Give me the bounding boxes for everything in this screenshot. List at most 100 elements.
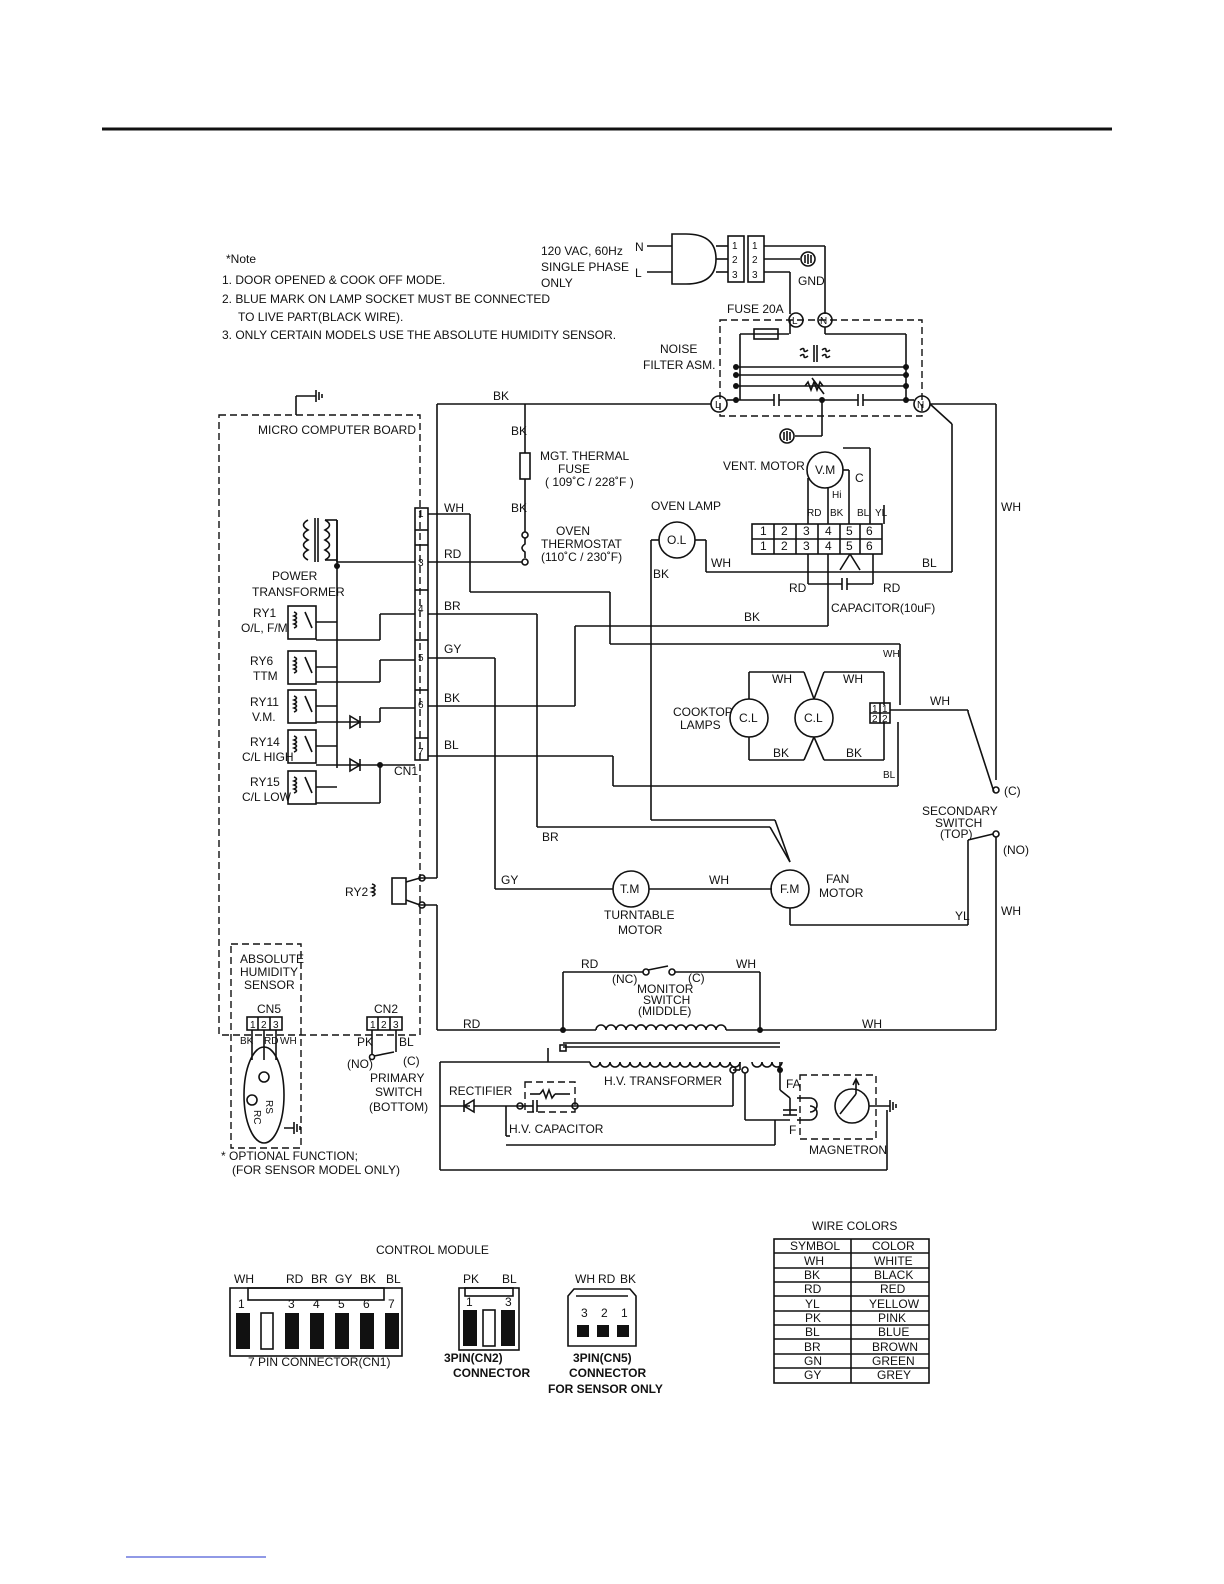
- relay-ry14: RY14 C/L HIGH: [242, 729, 380, 773]
- svg-text:6: 6: [866, 524, 873, 538]
- svg-text:BK: BK: [804, 1268, 820, 1282]
- svg-text:TRANSFORMER: TRANSFORMER: [252, 585, 345, 599]
- svg-text:FILTER ASM.: FILTER ASM.: [643, 358, 715, 372]
- svg-text:(NC): (NC): [612, 972, 637, 986]
- svg-text:WH: WH: [736, 957, 756, 971]
- svg-text:BK: BK: [511, 501, 527, 515]
- svg-text:RD: RD: [883, 581, 901, 595]
- svg-text:WH: WH: [862, 1017, 882, 1031]
- svg-text:GY: GY: [335, 1272, 352, 1286]
- svg-text:(NO): (NO): [347, 1057, 373, 1071]
- svg-text:BL: BL: [444, 738, 459, 752]
- note-3: 3. ONLY CERTAIN MODELS USE THE ABSOLUTE …: [222, 328, 616, 342]
- svg-text:RD: RD: [789, 581, 807, 595]
- chassis-ground-icon: [315, 390, 323, 402]
- wire-colors-title: WIRE COLORS: [812, 1219, 897, 1233]
- svg-text:WH: WH: [804, 1254, 824, 1268]
- svg-text:3: 3: [732, 270, 738, 281]
- svg-text:7: 7: [418, 747, 424, 758]
- svg-text:H.V. TRANSFORMER: H.V. TRANSFORMER: [604, 1074, 722, 1088]
- relay-ry1: RY1 O/L, F/M: [241, 605, 380, 641]
- svg-text:BL: BL: [386, 1272, 401, 1286]
- svg-text:(BOTTOM): (BOTTOM): [369, 1100, 428, 1114]
- svg-text:H.V. CAPACITOR: H.V. CAPACITOR: [509, 1122, 604, 1136]
- power-transformer: POWER TRANSFORMER: [252, 518, 345, 599]
- relay-ry2: RY2: [345, 874, 426, 909]
- svg-text:BK: BK: [511, 424, 527, 438]
- svg-text:WH: WH: [1001, 500, 1021, 514]
- voltage-label: 120 VAC, 60Hz: [541, 244, 623, 258]
- relay-ry11: RY11 V.M.: [250, 689, 380, 730]
- svg-text:BL: BL: [857, 508, 870, 519]
- svg-text:SENSOR: SENSOR: [244, 978, 295, 992]
- svg-text:CAPACITOR(10uF): CAPACITOR(10uF): [831, 601, 935, 615]
- svg-text:WH: WH: [1001, 904, 1021, 918]
- svg-text:MOTOR: MOTOR: [819, 886, 864, 900]
- svg-text:PK: PK: [357, 1035, 373, 1049]
- svg-text:CONNECTOR: CONNECTOR: [453, 1366, 530, 1380]
- svg-text:CN5: CN5: [257, 1002, 281, 1016]
- svg-text:(C): (C): [688, 971, 705, 985]
- svg-text:2: 2: [601, 1306, 608, 1320]
- svg-text:PINK: PINK: [878, 1311, 906, 1325]
- svg-text:SYMBOL: SYMBOL: [790, 1239, 840, 1253]
- svg-text:(110˚C / 230˚F): (110˚C / 230˚F): [541, 550, 622, 564]
- svg-text:YL: YL: [805, 1297, 820, 1311]
- svg-text:BR: BR: [804, 1340, 821, 1354]
- svg-text:1: 1: [250, 1020, 256, 1031]
- svg-text:N: N: [820, 316, 827, 327]
- note-2b: TO LIVE PART(BLACK WIRE).: [238, 310, 403, 324]
- svg-text:YL: YL: [955, 909, 970, 923]
- svg-text:7: 7: [388, 1297, 395, 1311]
- svg-text:3: 3: [803, 539, 810, 553]
- svg-text:(TOP): (TOP): [940, 827, 972, 841]
- svg-text:BK: BK: [493, 389, 509, 403]
- svg-text:3PIN(CN2): 3PIN(CN2): [444, 1351, 503, 1365]
- svg-text:3: 3: [418, 558, 424, 569]
- vent-motor: V.M VENT. MOTOR C Hi RD BK BL YL 11 22 3…: [723, 447, 935, 615]
- svg-text:1: 1: [418, 509, 424, 520]
- svg-text:2: 2: [381, 1020, 387, 1031]
- svg-text:1: 1: [466, 1295, 473, 1309]
- svg-text:BROWN: BROWN: [872, 1340, 918, 1354]
- svg-text:RY15: RY15: [250, 775, 280, 789]
- thermostat-icon: [521, 538, 526, 558]
- svg-text:LAMPS: LAMPS: [680, 718, 721, 732]
- magnetron: FA F MAGNETRON: [506, 1062, 897, 1157]
- svg-text:RECTIFIER: RECTIFIER: [449, 1084, 513, 1098]
- cn2-connector: PK BL 1 3 3PIN(CN2) CONNECTOR: [444, 1272, 530, 1380]
- svg-text:1: 1: [872, 704, 878, 715]
- cn1-label: CN1: [394, 764, 418, 778]
- svg-text:ABSOLUTE: ABSOLUTE: [240, 952, 304, 966]
- n-label: N: [635, 240, 644, 254]
- svg-text:N: N: [917, 400, 924, 411]
- svg-text:F: F: [789, 1123, 796, 1137]
- svg-text:3: 3: [803, 524, 810, 538]
- cn1-connector: WH RD BR GY BK BL 1 3 4 5 6 7 7 PIN CONN…: [229, 1272, 403, 1369]
- power-input: 120 VAC, 60Hz SINGLE PHASE ONLY N L 1 2 …: [541, 233, 826, 316]
- svg-text:3: 3: [273, 1020, 279, 1031]
- svg-text:MOTOR: MOTOR: [618, 923, 663, 937]
- svg-text:Hi: Hi: [832, 490, 841, 501]
- svg-text:C/L HIGH: C/L HIGH: [242, 750, 294, 764]
- cn1-strip: [414, 507, 429, 761]
- svg-text:6: 6: [418, 700, 424, 711]
- svg-text:BK: BK: [360, 1272, 376, 1286]
- ground-icon: [800, 251, 816, 267]
- svg-text:BR: BR: [542, 830, 559, 844]
- svg-text:YELLOW: YELLOW: [869, 1297, 920, 1311]
- svg-text:BR: BR: [444, 599, 461, 613]
- thermal-fuse-icon: [519, 452, 531, 480]
- svg-text:CN2: CN2: [374, 1002, 398, 1016]
- svg-text:5: 5: [338, 1297, 345, 1311]
- svg-text:FAN: FAN: [826, 872, 849, 886]
- svg-text:BK: BK: [773, 746, 789, 760]
- svg-text:5: 5: [846, 539, 853, 553]
- svg-text:1: 1: [621, 1306, 628, 1320]
- svg-text:BR: BR: [311, 1272, 328, 1286]
- secondary-switch: WH YL WH (C) SECONDARY SWITCH (TOP) (NO): [790, 694, 1029, 1030]
- svg-text:GY: GY: [444, 642, 461, 656]
- svg-text:PRIMARY: PRIMARY: [370, 1071, 424, 1085]
- svg-text:O/L, F/M: O/L, F/M: [241, 621, 288, 635]
